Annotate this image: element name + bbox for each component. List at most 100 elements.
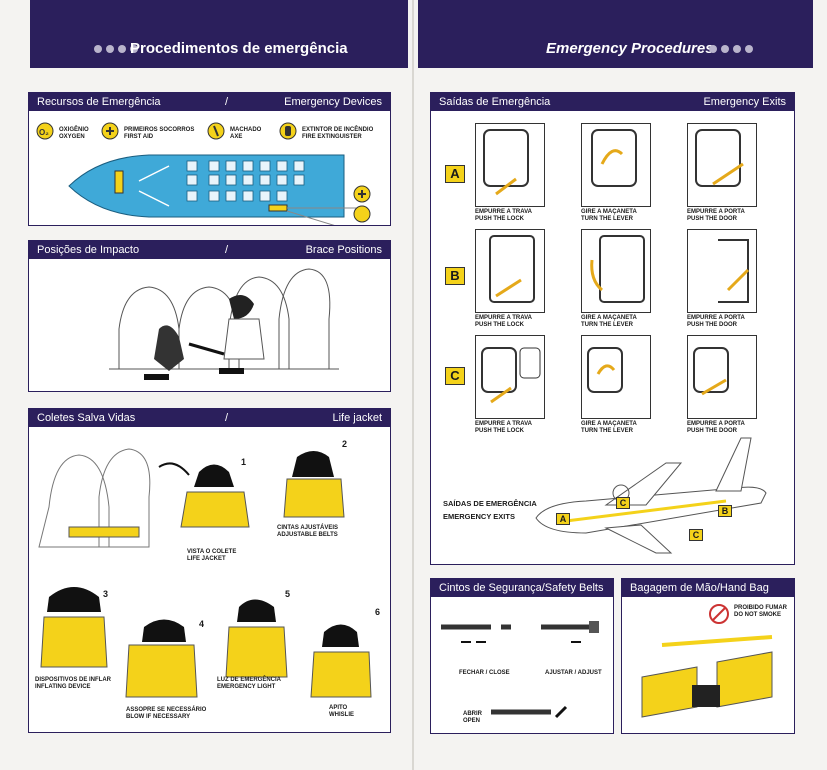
exit-c-step-2 [581,335,651,419]
step-number: 1 [241,457,247,467]
passenger-brace-head [229,295,254,319]
caption-a1-pt: EMPURRE A TRAVA [475,209,532,215]
caption-a3-en: PUSH THE DOOR [687,216,738,222]
caption-c2-en: TURN THE LEVER [581,428,634,434]
caption-b2-en: TURN THE LEVER [581,322,634,328]
page-fold [412,0,414,770]
step-number: 5 [285,589,291,599]
exit-a-step-1 [475,123,545,207]
seat-grid [186,160,305,202]
life-jacket-illustrations [38,448,372,698]
plane-label-en: EMERGENCY EXITS [443,512,515,521]
step2-pt: CINTAS AJUSTÁVEIS [277,525,339,531]
step4-en: BLOW IF NECESSARY [126,714,191,720]
exit-c-step-3 [687,335,757,419]
exit-a-step-2 [581,123,651,207]
legend-firstaid-en: FIRST AID [124,134,154,140]
plane-tag-a: A [556,513,570,525]
header-banner-right: Emergency Procedures [418,0,813,68]
exit-row-tag-a: A [445,165,465,183]
caption-c2-pt: GIRE A MAÇANETA [581,421,637,427]
step2-en: ADJUSTABLE BELTS [277,532,338,538]
emergency-exits-panel: Saídas de Emergência Emergency Exits A B… [430,92,795,565]
exit-row-tag-b: B [445,267,465,285]
panel-title-pt: Saídas de Emergência [439,96,551,108]
decorative-dots [709,45,753,53]
legend-extinguisher-pt: EXTINTOR DE INCÊNDIO [302,127,374,133]
caption-c3-pt: EMPURRE A PORTA [687,421,745,427]
caption-b1-pt: EMPURRE A TRAVA [475,315,532,321]
caption-a3-pt: EMPURRE A PORTA [687,209,745,215]
nosmoke-pt: PROIBIDO FUMAR [734,605,787,611]
legend-axe-pt: MACHADO [230,127,262,133]
exit-b-step-1 [475,229,545,313]
decorative-dots [94,45,138,53]
exit-b-step-3 [687,229,757,313]
step1-en: LIFE JACKET [187,556,226,562]
panel-title: Bagagem de Mão/Hand Bag [630,582,769,594]
panel-header: Posições de Impacto / Brace Positions [29,241,390,259]
legend-firstaid-pt: PRIMEIROS SOCORROS [124,127,195,133]
svg-text:O₂: O₂ [39,128,49,137]
panel-title-en: Emergency Devices [284,96,382,108]
step3-pt: DISPOSITIVOS DE INFLAR [35,677,112,683]
exit-c-step-1 [475,335,545,419]
panel-title-en: Life jacket [332,412,382,424]
page-title-en: Emergency Procedures [546,40,714,57]
brace-positions-panel: Posições de Impacto / Brace Positions [28,240,391,392]
extinguisher-location [268,204,288,212]
step4-pt: ASSOPRE SE NECESSÁRIO [126,707,207,713]
jacket-step-5 [225,599,288,678]
caption-b1-en: PUSH THE LOCK [475,322,525,328]
step-number: 4 [199,619,205,629]
caption-a1-en: PUSH THE LOCK [475,216,525,222]
step6-pt: APITO [329,705,348,711]
hand-bag-illustration [641,604,773,718]
step-number: 2 [342,439,348,449]
panel-title-pt: Posições de Impacto [37,244,140,256]
caption-b2-pt: GIRE A MAÇANETA [581,315,637,321]
safety-belt-illustration [441,621,599,719]
brace-positions-illustration [109,268,339,380]
legend-axe-en: AXE [230,134,243,140]
aircraft-exits-diagram [535,437,767,554]
panel-header: Bagagem de Mão/Hand Bag [622,579,794,597]
step5-en: EMERGENCY LIGHT [217,684,276,690]
header-banner-left: Procedimentos de emergência [30,0,408,68]
belt-open-en: OPEN [463,718,481,724]
belt-close-label: FECHAR / CLOSE [459,670,510,676]
legend-oxygen-pt: OXIGÊNIO [59,127,89,133]
jacket-step-4 [125,619,198,698]
plane-label-pt: SAÍDAS DE EMERGÊNCIA [443,499,537,508]
panel-header: Saídas de Emergência Emergency Exits [431,93,794,111]
step-number: 6 [375,607,381,617]
jacket-step-3 [40,587,108,668]
step6-en: WHISLIE [329,712,354,718]
oxygen-icon [36,122,54,140]
belt-open-pt: ABRIR [463,711,482,717]
step3-en: INFLATING DEVICE [35,684,91,690]
emergency-devices-panel: Recursos de Emergência / Emergency Devic… [28,92,391,226]
step1-pt: VISTA O COLETE [187,549,237,555]
caption-b3-pt: EMPURRE A PORTA [687,315,745,321]
panel-header: Cintos de Segurança/Safety Belts [431,579,613,597]
exit-a-step-3 [687,123,757,207]
caption-c1-pt: EMPURRE A TRAVA [475,421,532,427]
panel-title: Cintos de Segurança/Safety Belts [439,582,604,594]
plane-tag-c-top: C [616,497,630,509]
fuselage-shape [68,154,345,218]
jacket-step-1 [180,464,250,528]
plane-tag-c-bottom: C [689,529,703,541]
first-aid-location [114,170,124,194]
jacket-step-2 [283,451,345,518]
legend-extinguisher-en: FIRE EXTINGUISTER [302,134,362,140]
caption-b3-en: PUSH THE DOOR [687,322,738,328]
panel-title-pt: Recursos de Emergência [37,96,161,108]
life-jacket-panel: Coletes Salva Vidas / Life jacket [28,408,391,733]
caption-a2-pt: GIRE A MAÇANETA [581,209,637,215]
caption-a2-en: TURN THE LEVER [581,216,634,222]
nosmoke-en: DO NOT SMOKE [734,612,782,618]
safety-belts-panel: Cintos de Segurança/Safety Belts FECHAR … [430,578,614,734]
caption-c1-en: PUSH THE LOCK [475,428,525,434]
